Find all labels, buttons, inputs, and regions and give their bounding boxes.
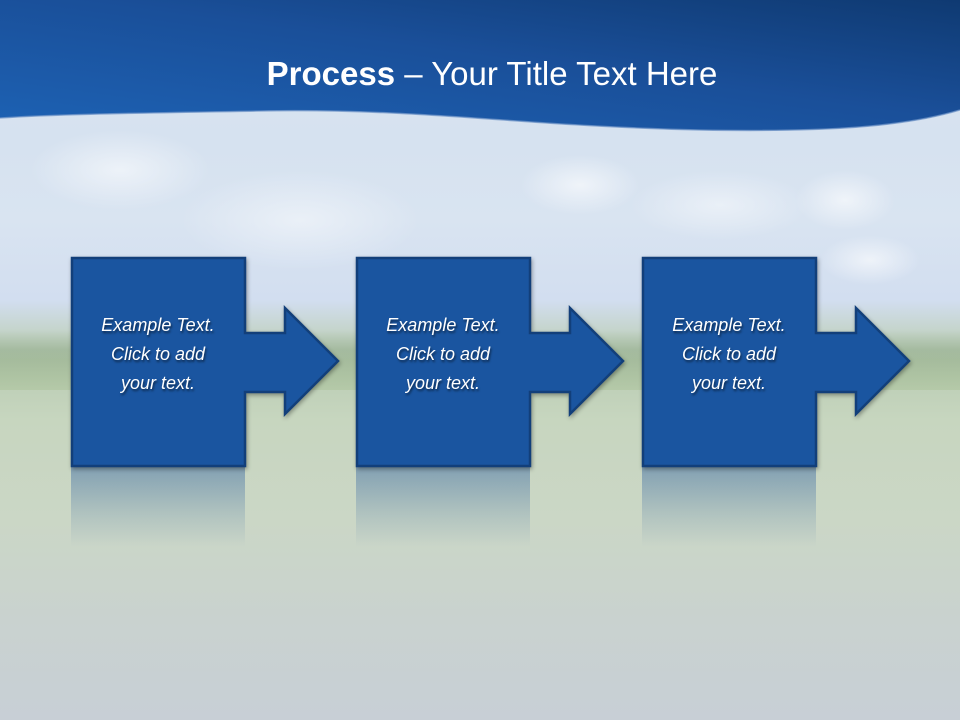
step-text-line: Example Text. bbox=[386, 315, 500, 335]
slide-title[interactable]: Process – Your Title Text Here bbox=[0, 52, 960, 96]
step-text-line: Example Text. bbox=[672, 315, 786, 335]
step-text-line: Example Text. bbox=[101, 315, 215, 335]
title-rest: – Your Title Text Here bbox=[395, 55, 718, 92]
step-2-text[interactable]: Example Text. Click to add your text. bbox=[356, 311, 530, 398]
step-1-text[interactable]: Example Text. Click to add your text. bbox=[71, 311, 245, 398]
step-2-reflection bbox=[356, 467, 530, 547]
step-text-line: Click to add bbox=[681, 344, 777, 364]
step-text-line: your text. bbox=[120, 373, 196, 393]
step-text-line: your text. bbox=[405, 373, 481, 393]
step-text-line: Click to add bbox=[110, 344, 206, 364]
step-3-reflection bbox=[642, 467, 816, 547]
box-arrow-shape bbox=[70, 256, 340, 468]
box-arrow-shape bbox=[355, 256, 625, 468]
step-1-reflection bbox=[71, 467, 245, 547]
step-text-line: Click to add bbox=[395, 344, 491, 364]
box-arrow-shape bbox=[641, 256, 911, 468]
header-wave-band bbox=[0, 0, 960, 132]
title-bold: Process bbox=[266, 55, 396, 92]
step-text-line: your text. bbox=[691, 373, 767, 393]
step-3-text[interactable]: Example Text. Click to add your text. bbox=[642, 311, 816, 398]
